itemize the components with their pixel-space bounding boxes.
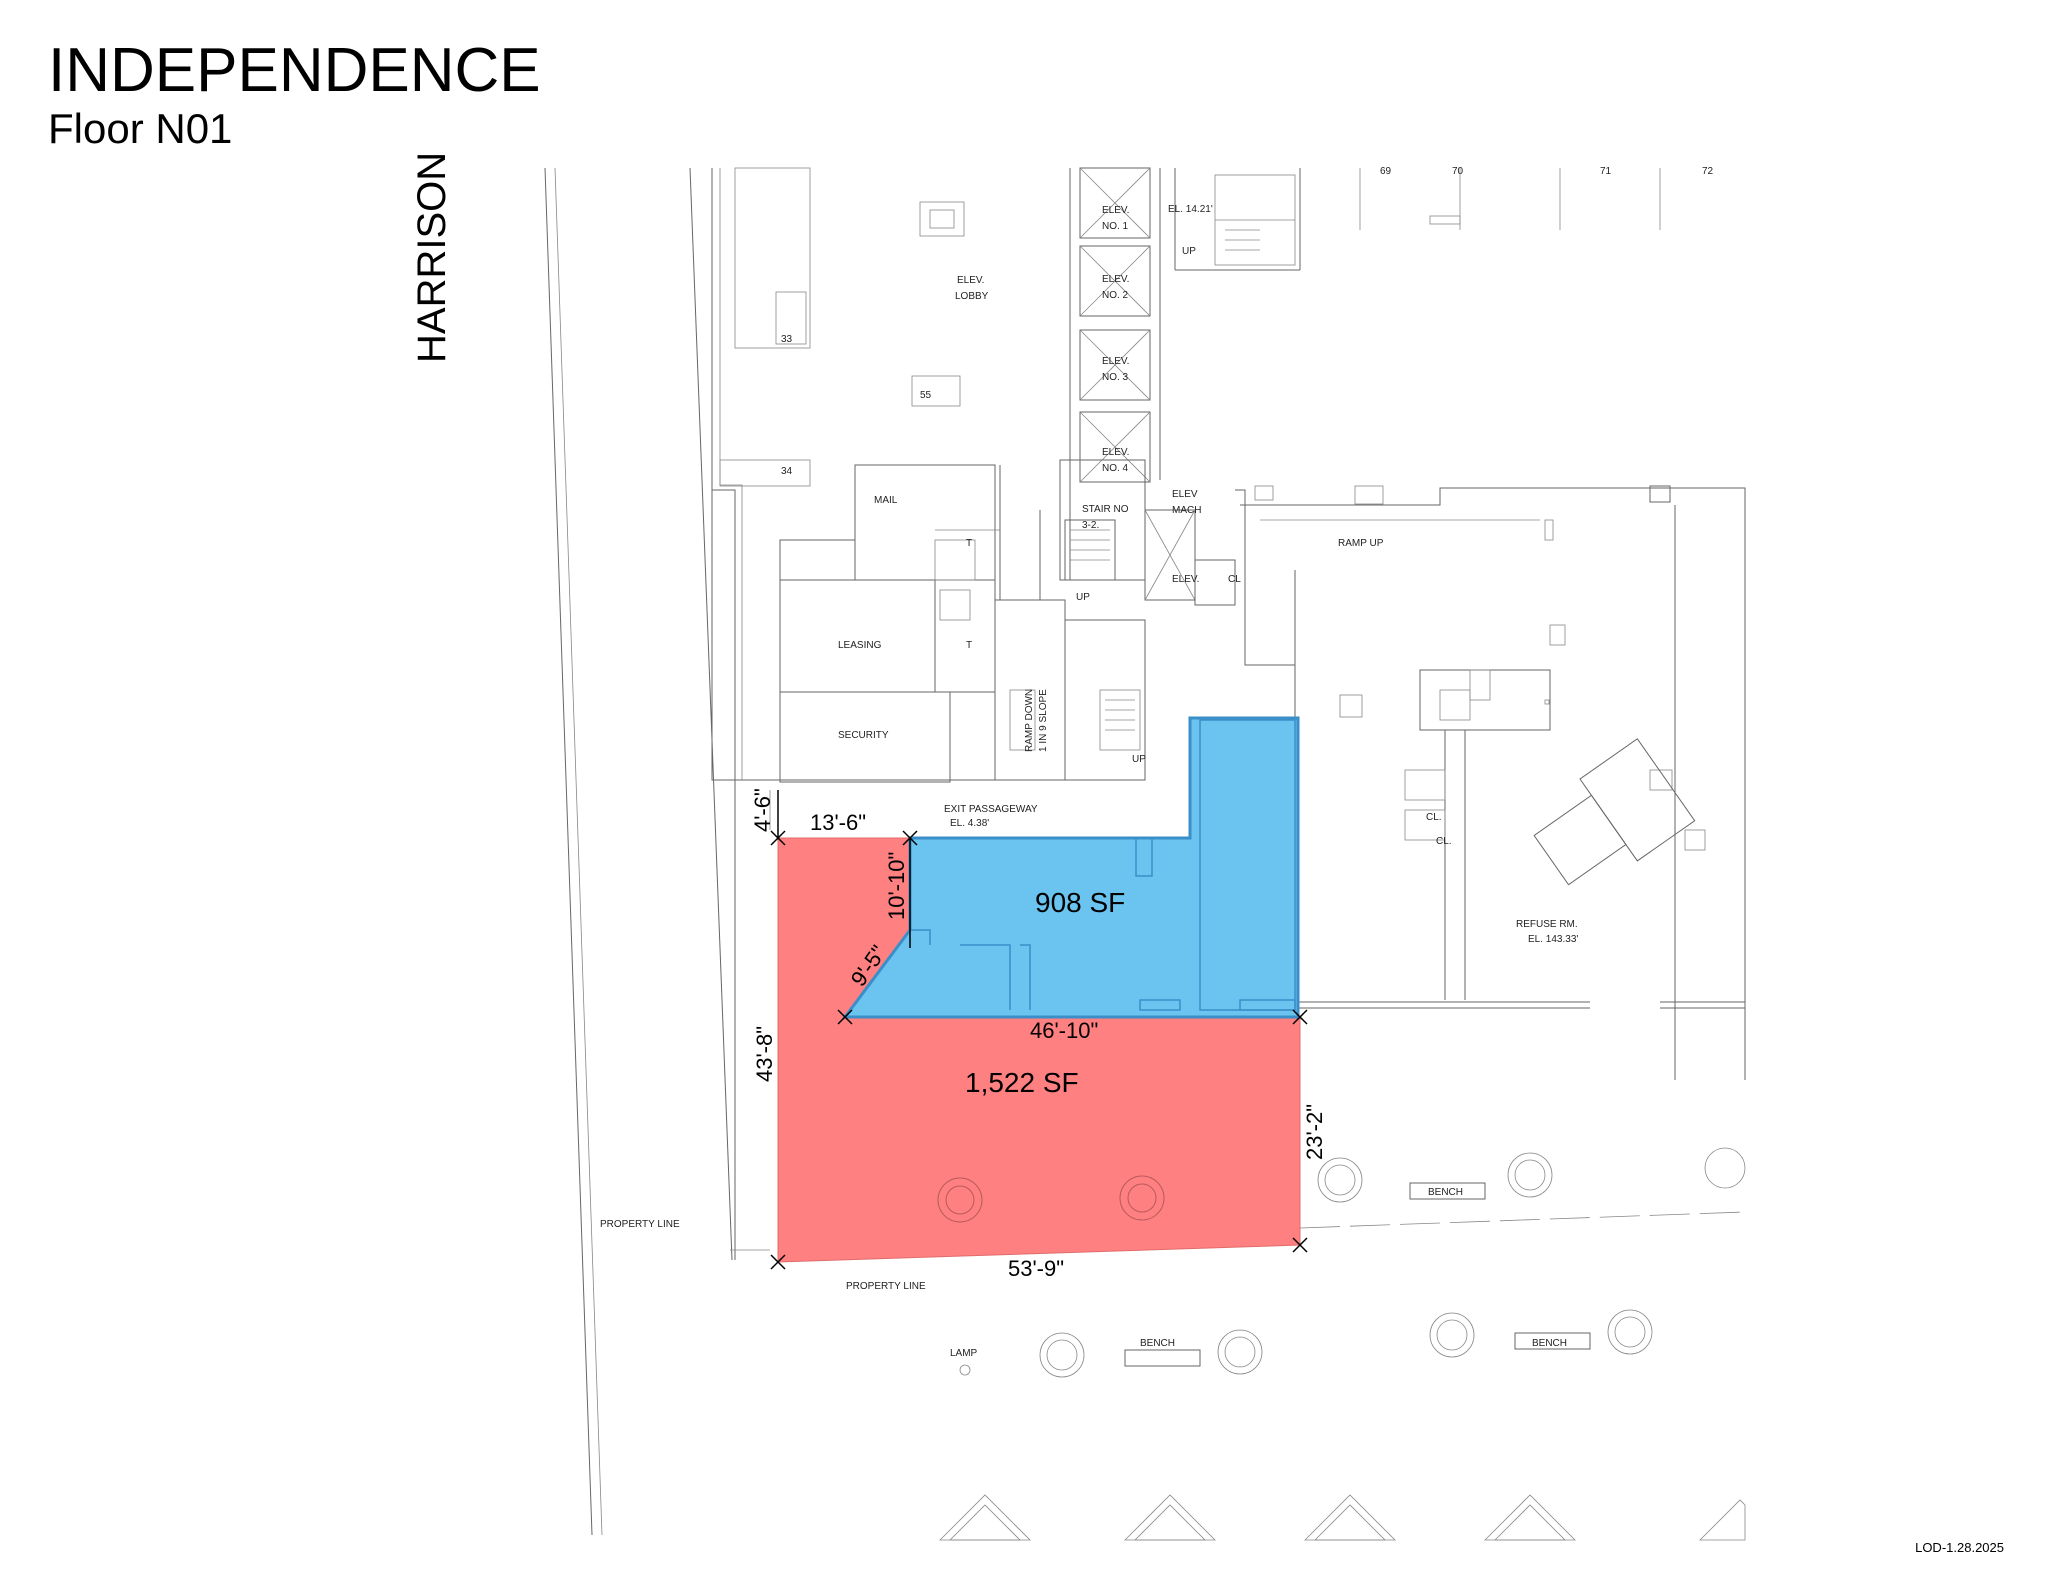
elev-mach-label-1: ELEV (1172, 489, 1198, 500)
bench-label-3: BENCH (1532, 1338, 1567, 1349)
stall-70: 70 (1452, 166, 1464, 177)
dim-43-8: 43'-8" (752, 1026, 777, 1082)
blue-area-label: 908 SF (1035, 887, 1125, 918)
toilet-label-2: T (966, 640, 972, 651)
elevation-14-21: EL. 14.21' (1168, 204, 1213, 215)
ramp-down-label-1: RAMP DOWN (1024, 689, 1035, 752)
tree-symbols-in-red (937, 1175, 1165, 1223)
room-55: 55 (920, 390, 932, 401)
elev-lobby-label-2: LOBBY (955, 291, 989, 302)
red-area-label: 1,522 SF (965, 1067, 1079, 1098)
closet-label-1: CL (1228, 574, 1241, 585)
stair-label-1: STAIR NO (1082, 504, 1129, 515)
exit-passageway-label: EXIT PASSAGEWAY (944, 804, 1038, 815)
up-label-2: UP (1076, 592, 1090, 603)
dim-13-6: 13'-6" (810, 810, 866, 835)
dim-4-6: 4'-6" (750, 788, 775, 832)
bench-label-1: BENCH (1428, 1187, 1463, 1198)
dim-23-2: 23'-2" (1302, 1104, 1327, 1160)
elev-2-number: NO. 2 (1102, 290, 1129, 301)
elev-3-label: ELEV. (1102, 356, 1129, 367)
stall-71: 71 (1600, 166, 1612, 177)
stall-72: 72 (1702, 166, 1714, 177)
room-33: 33 (781, 334, 793, 345)
elev-lobby-label-1: ELEV. (957, 275, 984, 286)
building-title: INDEPENDENCE (48, 36, 541, 105)
elev-small-label: ELEV. (1172, 574, 1199, 585)
blue-space-interior-lines (910, 719, 1296, 1011)
lamp-label: LAMP (950, 1348, 978, 1359)
leasing-label: LEASING (838, 640, 882, 651)
elev-4-number: NO. 4 (1102, 463, 1129, 474)
room-labels: ELEV. NO. 1 ELEV. NO. 2 ELEV. NO. 3 ELEV… (600, 166, 1714, 1359)
dim-10-10: 10'-10" (884, 852, 909, 920)
floor-subtitle: Floor N01 (48, 105, 233, 152)
elev-1-number: NO. 1 (1102, 221, 1129, 232)
elev-1-label: ELEV. (1102, 205, 1129, 216)
elev-mach-label-2: MACH (1172, 505, 1201, 516)
dimension-markers (770, 790, 1308, 1270)
security-label: SECURITY (838, 730, 889, 741)
closet-label-3: CL. (1436, 836, 1452, 847)
up-label-1: UP (1182, 246, 1196, 257)
document-code: LOD-1.28.2025 (1915, 1540, 2004, 1555)
bench-label-2: BENCH (1140, 1338, 1175, 1349)
elev-3-number: NO. 3 (1102, 372, 1129, 383)
elev-2-label: ELEV. (1102, 274, 1129, 285)
mail-label: MAIL (874, 495, 898, 506)
property-line-label-1: PROPERTY LINE (600, 1219, 680, 1230)
refuse-room-label: REFUSE RM. (1516, 919, 1578, 930)
closet-label-2: CL. (1426, 812, 1442, 823)
refuse-elevation-label: EL. 143.33' (1528, 934, 1578, 945)
property-line-label-2: PROPERTY LINE (846, 1281, 926, 1292)
toilet-label-1: T (966, 538, 972, 549)
ramp-up-label: RAMP UP (1338, 538, 1384, 549)
dim-53-9: 53'-9" (1008, 1256, 1064, 1281)
room-34: 34 (781, 466, 793, 477)
stair-label-2: 3-2. (1082, 520, 1099, 531)
stall-69: 69 (1380, 166, 1392, 177)
up-label-3: UP (1132, 754, 1146, 765)
ramp-down-label-2: 1 IN 9 SLOPE (1038, 689, 1049, 752)
blue-space[interactable] (842, 716, 1300, 1019)
elev-4-label: ELEV. (1102, 447, 1129, 458)
exit-elevation-label: EL. 4.38' (950, 818, 989, 829)
dim-46-10: 46'-10" (1030, 1018, 1098, 1043)
